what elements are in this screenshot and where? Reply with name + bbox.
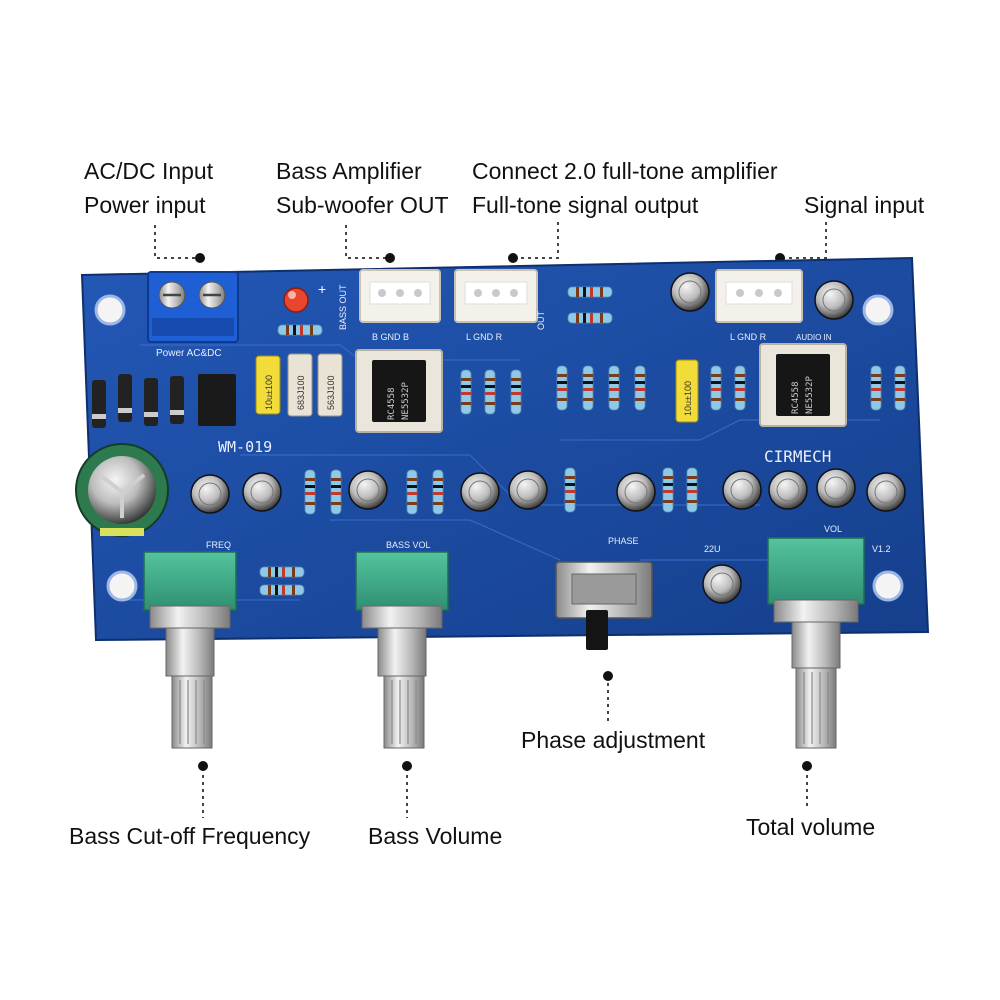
silk-vol: VOL (824, 524, 842, 534)
pot-bass-vol (355, 551, 449, 749)
phase-switch (555, 561, 653, 650)
cap-label-4: 10u±100 (683, 381, 693, 416)
silk-out: OUT (536, 311, 546, 331)
silk-bass-out: BASS OUT (338, 284, 348, 330)
callout-bass-vol: Bass Volume (368, 823, 503, 849)
leader-full-tone (513, 222, 559, 259)
silk-22u: 22U (704, 544, 721, 554)
full-tone-connector (454, 269, 538, 323)
chip1-label-1: RC4558 (387, 387, 397, 420)
signal-input-connector (715, 269, 803, 323)
silk-brand: CIRMECH (764, 447, 831, 466)
silk-version: V1.2 (872, 544, 891, 554)
callout-total-vol: Total volume (746, 814, 876, 840)
leader-signal-in (780, 222, 827, 259)
svg-text:+: + (318, 281, 326, 297)
silk-freq: FREQ (206, 540, 231, 550)
main-filter-capacitor (75, 443, 169, 537)
callout-full-tone: Connect 2.0 full-tone amplifier Full-ton… (472, 154, 778, 222)
dot-total-vol (802, 761, 812, 771)
callout-power-line1: AC/DC Input (84, 158, 214, 184)
cap-label-1: 10u±100 (264, 375, 274, 410)
pot-total-vol (767, 537, 865, 749)
callout-freq: Bass Cut-off Frequency (69, 823, 311, 849)
ic-chip-right (759, 343, 847, 427)
silk-model: WM-019 (218, 438, 272, 456)
cap-label-2: 683J100 (296, 375, 306, 410)
mounting-holes (94, 294, 904, 602)
dot-phase (603, 671, 613, 681)
callout-bass-out-line1: Bass Amplifier (276, 158, 422, 184)
dot-full-tone (508, 253, 518, 263)
silk-bass-vol: BASS VOL (386, 540, 431, 550)
dot-bass-vol (402, 761, 412, 771)
callout-power-line2: Power input (84, 192, 206, 218)
silk-lgndr-right: L GND R (730, 332, 767, 342)
silk-phase: PHASE (608, 536, 639, 546)
dot-power (195, 253, 205, 263)
silk-audio-in: AUDIO IN (796, 333, 832, 342)
bass-out-connector (359, 269, 441, 323)
cap-label-3: 563J100 (326, 375, 336, 410)
pot-freq (143, 551, 237, 749)
callout-full-tone-line1: Connect 2.0 full-tone amplifier (472, 158, 778, 184)
silk-bgndb: B GND B (372, 332, 409, 342)
callout-phase: Phase adjustment (521, 727, 706, 753)
dot-bass-out (385, 253, 395, 263)
callout-bass-out: Bass Amplifier Sub-woofer OUT (276, 154, 449, 222)
diodes (92, 374, 184, 428)
callout-full-tone-line2: Full-tone signal output (472, 192, 699, 218)
chip2-label-1: RC4558 (791, 381, 801, 414)
voltage-regulator (198, 374, 236, 426)
power-terminal-block (147, 271, 239, 343)
dot-freq (198, 761, 208, 771)
ic-chip-left (355, 349, 443, 433)
chip1-label-2: NE5532P (401, 381, 411, 420)
chip2-label-2: NE5532P (805, 375, 815, 414)
silk-power: Power AC&DC (156, 348, 222, 359)
silk-lgndr-mid: L GND R (466, 332, 503, 342)
callout-signal-in: Signal input (804, 192, 925, 218)
callout-power: AC/DC Input Power input (84, 154, 213, 222)
callout-bass-out-line2: Sub-woofer OUT (276, 192, 449, 218)
film-caps (255, 353, 699, 423)
power-led: + (283, 281, 326, 313)
